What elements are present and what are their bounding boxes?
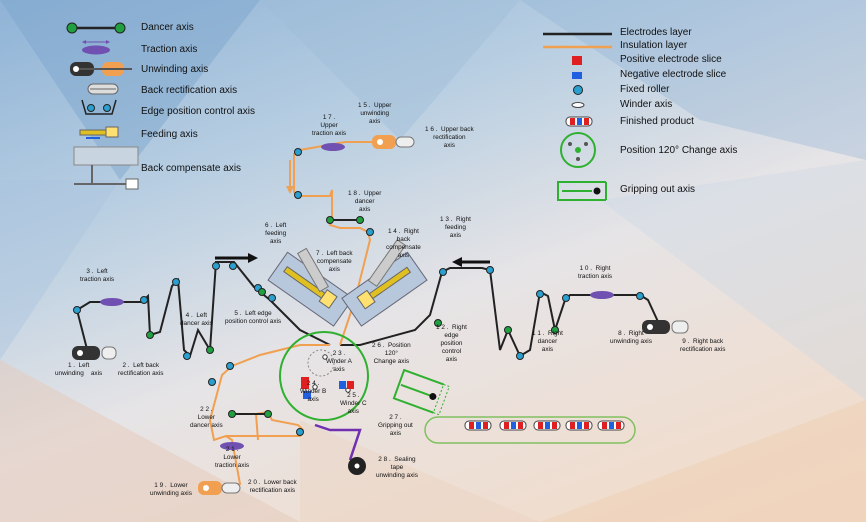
left-compensate-rod bbox=[296, 247, 330, 293]
winder-axis-icon bbox=[571, 102, 585, 108]
right-compensate-rod bbox=[367, 238, 407, 288]
label-position-change: 2 6 . Position 120° Change axis bbox=[372, 342, 411, 365]
legend-edge-position-control-axis: Edge position control axis bbox=[141, 106, 255, 117]
label-lower-unwinding: 1 9 . Lower unwinding axis bbox=[150, 482, 192, 497]
legend-positive-electrode-slice: Positive electrode slice bbox=[620, 54, 722, 65]
legend-negative-electrode-slice: Negative electrode slice bbox=[620, 69, 727, 80]
label-left-edge-control: 5 . Left edge position control axis bbox=[225, 310, 282, 325]
sealing-tape-path bbox=[314, 423, 362, 461]
label-gripping-out: 2 7 . Gripping out axis bbox=[378, 414, 413, 437]
feeding-axis-icon bbox=[79, 126, 119, 139]
finished-product-icon bbox=[565, 116, 593, 127]
fixed-rollers bbox=[73, 148, 644, 436]
legend-winder-axis: Winder axis bbox=[620, 99, 673, 110]
left-feeding-block bbox=[267, 251, 354, 327]
winder-products bbox=[301, 377, 354, 399]
finished-product-conveyor bbox=[424, 416, 636, 444]
legend-feeding-axis: Feeding axis bbox=[141, 129, 198, 140]
edge-position-control-axis-icon bbox=[81, 99, 117, 115]
label-left-traction: 3 . Left traction axis bbox=[80, 268, 115, 283]
unwinding-axis-icon bbox=[70, 62, 132, 76]
label-left-back-rectification: 2 . Left back rectification axis bbox=[118, 362, 164, 377]
legend-back-compensate-axis: Back compensate axis bbox=[141, 163, 242, 174]
label-upper-back-rectification: 1 6 . Upper back rectification axis bbox=[425, 126, 474, 149]
right-dancer bbox=[504, 326, 559, 334]
left-unwinder bbox=[72, 346, 117, 360]
label-lower-dancer: 2 2 . Lower dancer axis bbox=[190, 406, 223, 429]
left-dancer bbox=[146, 331, 214, 354]
label-left-compensate: 7 . Left back compensate axis bbox=[316, 250, 353, 273]
legend-fixed-roller: Fixed roller bbox=[620, 84, 670, 95]
label-lower-traction: 2 1 . Lower traction axis bbox=[215, 446, 250, 469]
positive-electrode-slice-icon bbox=[572, 56, 582, 65]
fixed-roller-icon bbox=[573, 85, 583, 95]
legend-back-rectification-axis: Back rectification axis bbox=[141, 85, 238, 96]
label-lower-back-rectification: 2 0 . Lower back rectification axis bbox=[248, 479, 297, 494]
traction-axis-icon bbox=[82, 40, 110, 55]
label-right-feeding: 1 3 . Right feeding axis bbox=[440, 216, 471, 239]
label-left-unwinding: 1 . Left unwinding axis bbox=[55, 362, 103, 377]
label-winder-a: 2 3 . Winder A axis bbox=[326, 350, 352, 373]
position-change-axis-icon bbox=[560, 132, 596, 168]
label-upper-unwinding: 1 5 . Upper unwinding axis bbox=[358, 102, 392, 125]
negative-electrode-slice-icon bbox=[572, 72, 582, 79]
right-traction bbox=[590, 291, 614, 299]
gripping-out-axis-icon bbox=[557, 181, 607, 201]
label-right-compensate: 1 4 . Right back compensate axis bbox=[386, 228, 421, 259]
label-right-traction: 1 0 . Right traction axis bbox=[578, 265, 613, 280]
upper-unwinder bbox=[372, 135, 415, 149]
label-sealing-tape: 2 8 . Sealing tape unwinding axis bbox=[376, 456, 418, 479]
right-unwinder bbox=[642, 320, 689, 334]
left-traction bbox=[100, 298, 124, 306]
dancer-axis-icon bbox=[66, 22, 126, 34]
label-right-edge-control: 1 2 . Right edge position control axis bbox=[436, 324, 467, 363]
back-rectification-axis-icon bbox=[87, 83, 119, 95]
legend-traction-axis: Traction axis bbox=[141, 44, 198, 55]
lower-dancer bbox=[228, 410, 272, 418]
label-upper-traction: 1 7 . Upper traction axis bbox=[312, 114, 347, 137]
label-winder-b: 2 4 . Winder B axis bbox=[300, 380, 327, 403]
upper-traction bbox=[321, 143, 345, 151]
conveyor-products bbox=[464, 420, 625, 431]
lower-traction bbox=[220, 442, 244, 450]
legend-unwinding-axis: Unwinding axis bbox=[141, 64, 209, 75]
legend-dancer-axis: Dancer axis bbox=[141, 22, 194, 33]
label-left-feeding: 6 . Left feeding axis bbox=[265, 222, 287, 245]
legend-gripping-out-axis: Gripping out axis bbox=[620, 184, 696, 195]
label-left-dancer: 4 . Left dancer axis bbox=[180, 312, 213, 327]
legend-position-change-axis: Position 120° Change axis bbox=[620, 145, 738, 156]
back-compensate-axis-icon bbox=[73, 146, 139, 190]
gripping-out-mechanism bbox=[392, 368, 450, 416]
legend-finished-product: Finished product bbox=[620, 116, 694, 127]
lower-unwinder bbox=[198, 481, 241, 495]
legend-insulation-layer: Insulation layer bbox=[620, 40, 688, 51]
position-change-wheel bbox=[279, 331, 369, 421]
label-right-unwinding: 8 . Right unwinding axis bbox=[610, 330, 652, 345]
upper-dancer bbox=[326, 216, 364, 224]
legend-electrodes-layer: Electrodes layer bbox=[620, 27, 692, 38]
label-right-dancer: 1 1 . Right dancer axis bbox=[532, 330, 563, 353]
label-upper-dancer: 1 8 . Upper dancer axis bbox=[348, 190, 382, 213]
label-right-back-rectification: 9 . Right back rectification axis bbox=[680, 338, 726, 353]
label-winder-c: 2 5 . Winder C axis bbox=[340, 392, 367, 415]
